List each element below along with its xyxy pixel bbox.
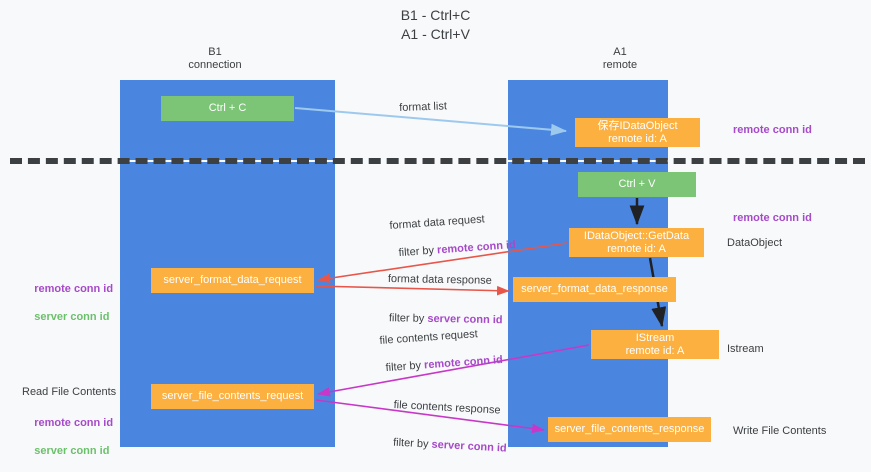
filter-key: server conn id bbox=[431, 438, 507, 455]
label-left-conn-ids-bottom: remote conn id server conn id bbox=[22, 402, 113, 472]
node-server-file-contents-response[interactable]: server_file_contents_response bbox=[548, 417, 711, 442]
node-idataobject-getdata[interactable]: IDataObject::GetData remote id: A bbox=[569, 228, 704, 257]
filter-prefix: filter by bbox=[388, 312, 428, 325]
edge-label-file-contents-response-filter: filter by server conn id bbox=[380, 421, 508, 470]
label-left-conn-ids-mid: remote conn id server conn id bbox=[22, 268, 113, 338]
edge-label-file-contents-response: file contents response bbox=[393, 398, 501, 417]
label-left-server-conn-id-bottom: server conn id bbox=[34, 445, 110, 457]
filter-prefix: filter by bbox=[398, 244, 438, 260]
edge-label-format-list: format list bbox=[399, 100, 448, 114]
label-dataobject: DataObject bbox=[727, 237, 783, 249]
label-left-remote-conn-id-bottom: remote conn id bbox=[34, 417, 114, 429]
node-server-format-data-request[interactable]: server_format_data_request bbox=[151, 268, 314, 293]
edge-label-format-data-response: format data response bbox=[387, 272, 492, 287]
label-left-remote-conn-id-mid: remote conn id bbox=[34, 283, 114, 295]
label-remote-conn-id-mid: remote conn id bbox=[733, 212, 812, 224]
filter-prefix: filter by bbox=[392, 436, 432, 451]
filter-key: server conn id bbox=[427, 312, 503, 327]
filter-prefix: filter by bbox=[385, 359, 425, 375]
page-title: B1 - Ctrl+C A1 - Ctrl+V bbox=[400, 7, 471, 42]
edge-label-file-contents-request-filter: filter by remote conn id bbox=[372, 339, 504, 390]
node-server-format-data-response[interactable]: server_format_data_response bbox=[513, 277, 676, 302]
label-write-file-contents: Write File Contents bbox=[733, 425, 827, 437]
label-remote-conn-id-top: remote conn id bbox=[733, 124, 812, 136]
node-idataobject[interactable]: 保存IDataObject remote id: A bbox=[575, 118, 700, 147]
edge-label-format-data-request-filter: filter by remote conn id bbox=[385, 224, 517, 275]
node-istream[interactable]: IStream remote id: A bbox=[591, 330, 719, 359]
section-divider bbox=[10, 158, 865, 164]
node-ctrl-c[interactable]: Ctrl + C bbox=[161, 96, 294, 121]
node-ctrl-v[interactable]: Ctrl + V bbox=[578, 172, 696, 197]
label-istream: Istream bbox=[727, 343, 764, 355]
column-header-b1: B1 connection bbox=[188, 46, 242, 71]
column-header-a1: A1 remote bbox=[602, 46, 638, 71]
filter-key: remote conn id bbox=[423, 353, 504, 372]
node-server-file-contents-request[interactable]: server_file_contents_request bbox=[151, 384, 314, 409]
label-read-file-contents: Read File Contents bbox=[22, 386, 117, 398]
filter-key: remote conn id bbox=[436, 238, 517, 257]
panel-a1-bottom bbox=[508, 162, 668, 447]
label-left-server-conn-id-mid: server conn id bbox=[34, 311, 110, 323]
